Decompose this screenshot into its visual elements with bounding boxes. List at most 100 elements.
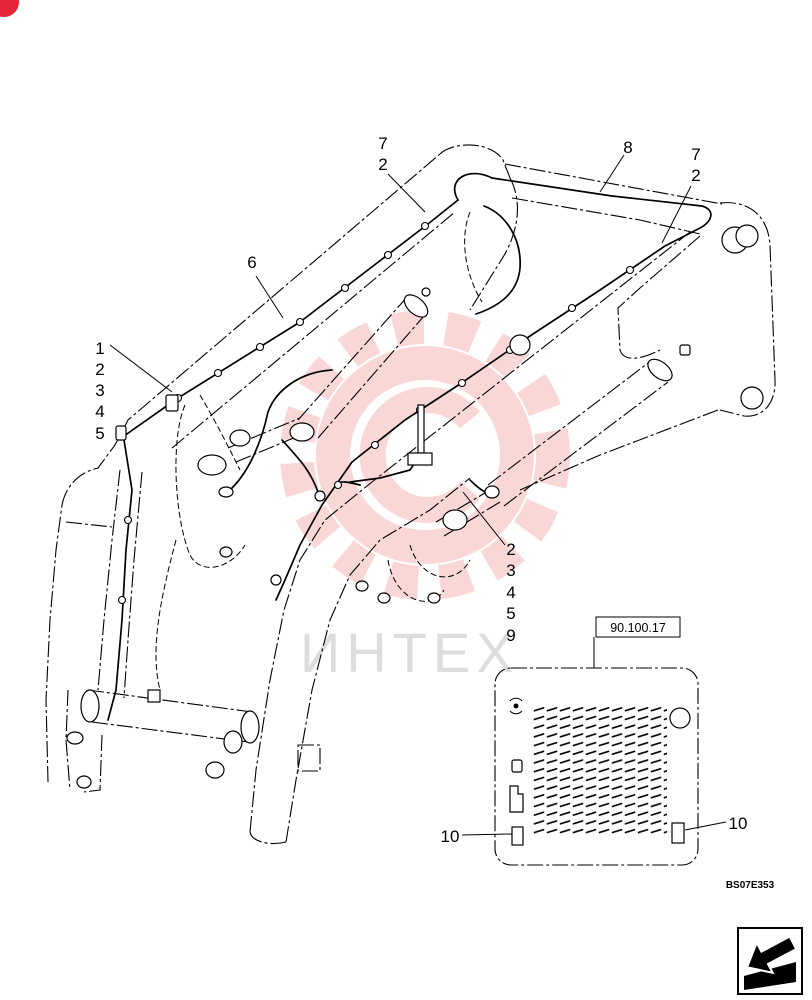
callout-right-group-1[interactable]: 2 (506, 540, 515, 559)
rear-link-hidden (464, 211, 483, 303)
arm-foot (249, 831, 287, 845)
sensor-dot (513, 703, 519, 709)
lower-link (519, 409, 719, 491)
wiring-harness (107, 172, 712, 779)
upper-crossbar (504, 163, 723, 205)
callout-top-harness[interactable]: 8 (623, 138, 632, 157)
cross-reference-label[interactable]: 90.100.17 (610, 621, 666, 635)
callout-left-group-3[interactable]: 3 (95, 381, 104, 400)
cylinder-body (297, 295, 409, 421)
harness-clip (123, 515, 133, 525)
harness-clip (117, 595, 127, 605)
leader-line (255, 275, 284, 319)
arm-outline (61, 153, 441, 506)
cross-tube (80, 689, 260, 744)
sensor-icon (509, 697, 523, 715)
harness-clip (625, 265, 635, 275)
cylinder-body (503, 381, 669, 507)
harness-clip (370, 440, 380, 450)
hydraulic-hoses (155, 394, 471, 691)
callout-left-group-4[interactable]: 4 (95, 402, 104, 421)
nav-arrow-head[interactable] (739, 928, 801, 982)
hose (155, 539, 177, 691)
panel-decal-left (511, 826, 524, 846)
callout-left-arm-harness[interactable]: 6 (247, 253, 256, 272)
harness-connector (219, 546, 233, 558)
harness-connector (165, 394, 179, 412)
grease-fitting (421, 287, 431, 297)
harness-top (453, 172, 712, 247)
callout-right-group-5[interactable]: 9 (506, 626, 515, 645)
harness-clip (255, 342, 265, 352)
hose (199, 394, 241, 471)
harness-connector (205, 761, 225, 779)
leader-line (684, 821, 727, 831)
callout-right-group-4[interactable]: 5 (506, 604, 515, 623)
panel-latch (509, 785, 524, 813)
callout-left-group-1[interactable]: 1 (95, 339, 104, 358)
cylinder-body (487, 359, 653, 486)
harness-connector (270, 574, 282, 586)
plate-pivot (740, 386, 764, 410)
callout-left-group-2[interactable]: 2 (95, 360, 104, 379)
leader-line (387, 173, 426, 213)
leader-line (599, 154, 625, 193)
harness-support-base (407, 452, 433, 466)
return-arrow-icon[interactable] (737, 927, 803, 995)
harness-clip (340, 283, 350, 293)
harness-connector (115, 425, 127, 441)
nav-arrow-base[interactable] (744, 962, 796, 990)
harness-support-rod (417, 404, 425, 454)
callout-panel-left[interactable]: 10 (441, 827, 460, 846)
callout-panel-right[interactable]: 10 (729, 814, 748, 833)
arm-outline (45, 504, 63, 783)
pigtail-wire (231, 369, 333, 489)
cross-reference-frame[interactable] (595, 616, 681, 638)
harness-connector (314, 490, 326, 502)
harness-connector (355, 580, 369, 592)
callouts: 7 2 8 7 2 6 1 2 3 4 5 2 3 4 5 9 10 10 (95, 134, 747, 846)
rear-link (469, 177, 518, 311)
hose (409, 544, 471, 578)
arm-plate (297, 744, 321, 772)
arm-inner-edge (123, 471, 143, 699)
arm-inner-edge (97, 469, 121, 691)
harness-left-down (107, 439, 133, 721)
callout-top-center-b[interactable]: 2 (378, 155, 387, 174)
watermark-text: ИНТЕХ (300, 621, 520, 684)
callout-left-group-5[interactable]: 5 (95, 424, 104, 443)
leader-line (461, 833, 513, 836)
leader-lines (109, 154, 727, 836)
harness-ring (509, 334, 531, 356)
cross-reference-link[interactable]: 90.100.17 (595, 616, 681, 638)
arm-web (65, 521, 113, 528)
cross-tube-edge (91, 721, 249, 743)
callout-top-center-a[interactable]: 7 (378, 134, 387, 153)
pivot-pin (76, 775, 92, 789)
arm-outline (249, 231, 691, 833)
pigtail-wire (281, 439, 319, 493)
arm-outline (285, 477, 471, 843)
harness-connector (377, 592, 391, 604)
drawing-code: BS07E353 (726, 880, 775, 891)
harness-connector (218, 486, 234, 498)
harness-connector (223, 730, 243, 754)
plate-pivot (735, 224, 759, 248)
bracket-nut (679, 344, 691, 356)
callout-top-right-b[interactable]: 2 (691, 166, 700, 185)
arm-bracket (65, 689, 71, 791)
arm-bracket (83, 734, 103, 793)
callout-top-right-a[interactable]: 7 (691, 145, 700, 164)
tube-clip (147, 689, 161, 703)
right-plate (719, 202, 776, 417)
cross-tube-end (80, 689, 100, 723)
watermark-gear-ring (316, 346, 534, 564)
corner-logo (0, 0, 19, 17)
callout-right-group-2[interactable]: 3 (506, 561, 515, 580)
sensor-arc (509, 710, 523, 715)
arm-inner-edge (171, 211, 456, 449)
upper-crossbar (511, 197, 701, 235)
cylinder-cap (403, 294, 429, 318)
callout-right-group-3[interactable]: 4 (506, 583, 515, 602)
